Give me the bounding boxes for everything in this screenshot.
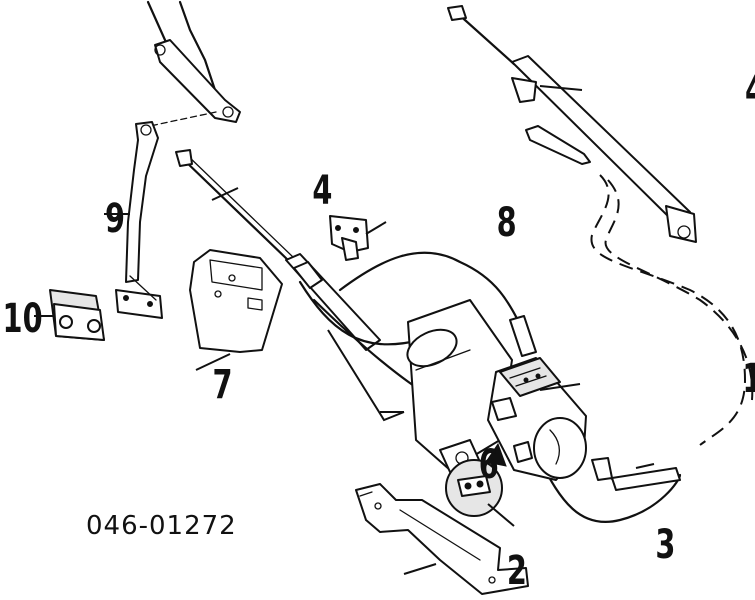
- bracket-plate-part-10: [49, 289, 105, 341]
- callout-1: 1: [742, 356, 755, 402]
- cover-bracket-part-7: [189, 249, 283, 353]
- hydraulic-cylinder-right-part-4: [447, 5, 697, 243]
- callout-10: 10: [3, 296, 43, 342]
- relay-detail-part-3: [445, 442, 507, 517]
- callout-2: 2: [507, 548, 527, 594]
- mounting-bracket-part-2: [355, 483, 529, 595]
- diagram-code: 046-01272: [86, 511, 237, 541]
- small-bracket-part-8: [329, 215, 369, 261]
- callout-4-left: 4: [312, 168, 332, 214]
- dashed-hose-routing: [590, 174, 754, 446]
- callout-8: 8: [497, 200, 517, 246]
- pump-motor-part-1: [487, 357, 587, 481]
- callout-9: 9: [105, 196, 125, 242]
- callout-leader-lines: [34, 85, 655, 575]
- callout-numbers: 1 2 3 4 4 5 6 7 8 9 10: [3, 68, 755, 594]
- callout-7: 7: [212, 362, 232, 408]
- callout-4-right: 4: [745, 68, 755, 114]
- hydraulic-cylinder-left-part-4: [175, 149, 381, 351]
- callout-6: 6: [479, 442, 499, 488]
- callout-3: 3: [655, 522, 675, 568]
- top-frame-linkage: [146, 0, 241, 127]
- hose-end-part-5: [591, 457, 681, 491]
- link-arm-part-9: [115, 121, 163, 319]
